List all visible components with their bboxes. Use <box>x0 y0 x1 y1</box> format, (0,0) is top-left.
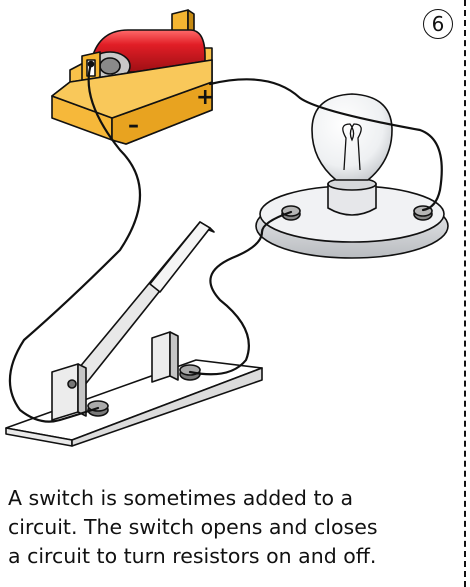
circuit-illustration: + – <box>5 9 449 447</box>
caption-text: A switch is sometimes added to a circuit… <box>8 484 460 571</box>
page-number-badge: 6 <box>423 9 453 39</box>
knife-switch <box>5 221 263 447</box>
light-bulb <box>255 93 449 259</box>
caption-line: a circuit to turn resistors on and off. <box>8 544 377 568</box>
negative-terminal-label: – <box>128 113 139 138</box>
wire-battery-to-bulb <box>208 78 443 212</box>
circuit-wires <box>8 62 443 423</box>
dashed-cut-line <box>464 0 466 587</box>
caption-line: A switch is sometimes added to a <box>8 486 354 510</box>
positive-terminal-label: + <box>196 85 214 110</box>
caption-line: circuit. The switch opens and closes <box>8 515 378 539</box>
wire-switch-to-bulb <box>188 210 293 376</box>
wire-battery-to-switch <box>8 62 141 423</box>
